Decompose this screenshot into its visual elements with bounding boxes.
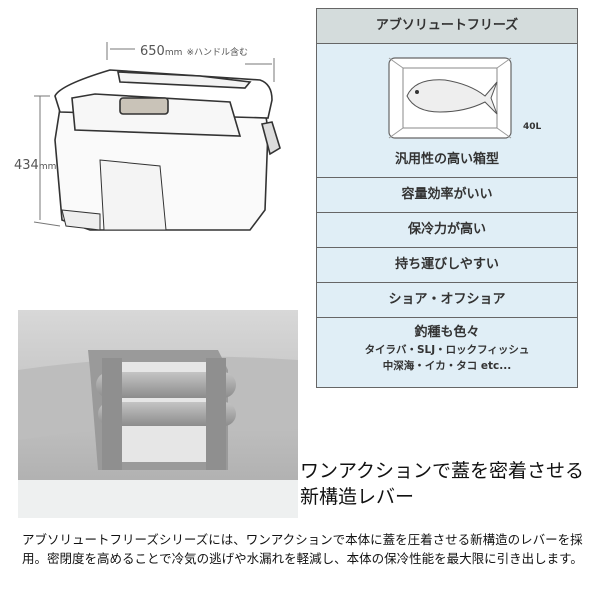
description-text: アブソリュートフリーズシリーズには、ワンアクションで本体に蓋を圧着させる新構造の…	[22, 532, 583, 566]
feature-panel: アブソリュートフリーズ 40L 汎用性の高い箱型 容量効率がいい 保冷力が高い …	[316, 8, 578, 388]
panel-title: アブソリュートフリーズ	[317, 9, 577, 43]
feature-shore-offshore: ショア・オフショア	[317, 282, 577, 317]
feature-capacity-efficiency: 容量効率がいい	[317, 177, 577, 212]
height-value: 434	[14, 158, 39, 173]
feature-box-shape: 汎用性の高い箱型	[394, 152, 499, 167]
cooler-dimension-drawing: 650mm ※ハンドル含む 434mm	[0, 30, 300, 240]
width-unit: mm	[164, 48, 183, 58]
fish-in-cooler-section: 40L 汎用性の高い箱型	[317, 43, 577, 177]
width-dimension-label: 650mm ※ハンドル含む	[140, 44, 248, 59]
width-value: 650	[140, 44, 165, 59]
feature-fishing-types: 釣種も色々 タイラバ・SLJ・ロックフィッシュ 中深海・イカ・タコ etc...	[317, 317, 577, 390]
feature-cold-retention: 保冷力が高い	[317, 212, 577, 247]
capacity-label: 40L	[523, 122, 542, 132]
fishing-types-title: 釣種も色々	[414, 325, 480, 340]
cooler-line-illustration	[33, 42, 281, 231]
lever-closeup-photo	[18, 310, 298, 518]
feature-portability: 持ち運びしやすい	[317, 247, 577, 282]
height-unit: mm	[38, 162, 57, 172]
fish-cooler-top-view-icon	[388, 57, 512, 139]
fishing-types-line-2: 中深海・イカ・タコ etc...	[382, 360, 512, 372]
width-note: ※ハンドル含む	[186, 48, 249, 58]
height-dimension-label: 434mm	[14, 158, 56, 173]
headline: ワンアクションで蓋を密着させる新構造レバー	[300, 460, 585, 508]
fishing-types-line-1: タイラバ・SLJ・ロックフィッシュ	[364, 344, 530, 356]
